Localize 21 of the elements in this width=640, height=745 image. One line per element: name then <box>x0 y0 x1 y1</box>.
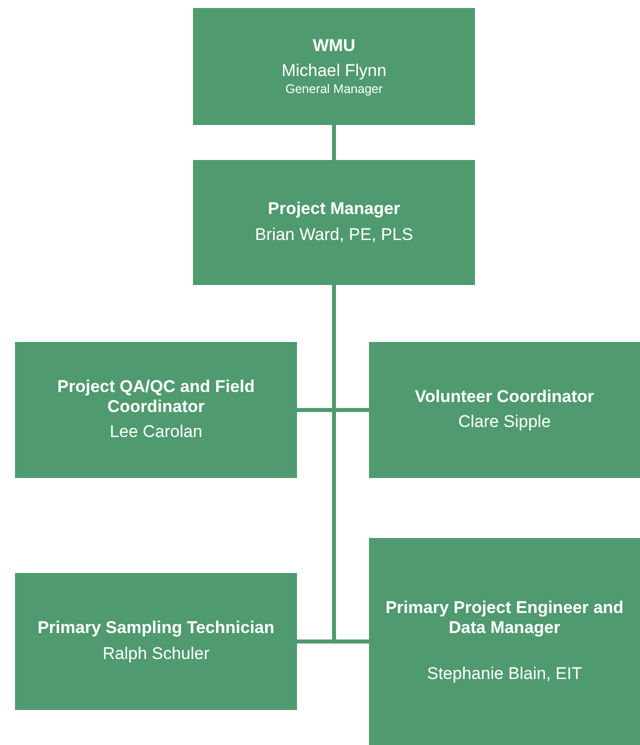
person-name: Brian Ward, PE, PLS <box>254 224 414 246</box>
org-chart-box <box>15 342 297 478</box>
org-chart-box <box>369 342 640 478</box>
person-name: Lee Carolan <box>110 421 202 444</box>
role-title: Primary Sampling Technician <box>38 618 274 639</box>
role-title: WMU <box>312 36 356 56</box>
person-name: Clare Sipple <box>458 411 551 434</box>
org-chart-box <box>193 160 475 285</box>
role-title: Primary Project Engineer and Data Manager <box>384 598 625 639</box>
job-title: General Manager <box>285 82 383 98</box>
person-name: Stephanie Blain, EIT <box>427 662 582 685</box>
person-name: Ralph Schuler <box>102 642 210 665</box>
connector-line <box>332 125 336 160</box>
org-chart-box <box>369 538 640 745</box>
role-title: Project QA/QC and Field Coordinator <box>56 376 256 418</box>
org-chart-box <box>15 573 297 710</box>
person-name: Michael Flynn <box>282 60 386 82</box>
role-title: Volunteer Coordinator <box>414 386 594 408</box>
org-chart-box <box>193 8 475 125</box>
role-title: Project Manager <box>268 199 400 220</box>
connector-line <box>332 285 369 644</box>
